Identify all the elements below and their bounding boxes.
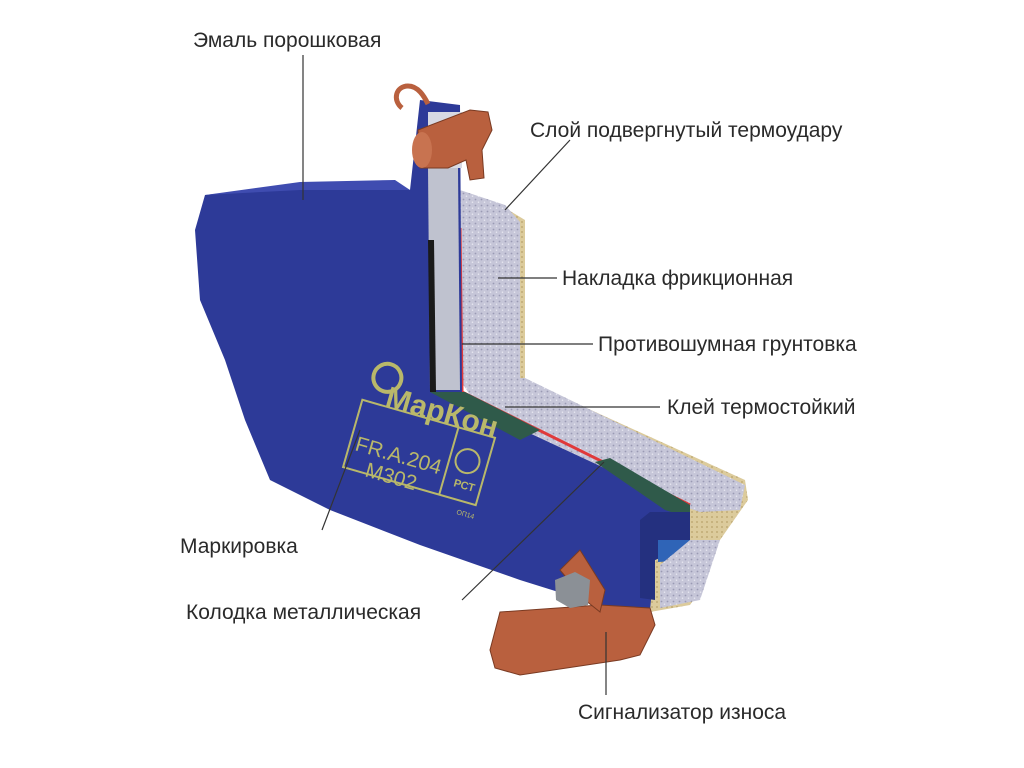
adhesive-layer-vertical [428, 240, 436, 392]
backing-plate-top-edge [205, 180, 410, 195]
marking-cert-text: РСТ [452, 477, 476, 495]
leader-lines [302, 55, 660, 695]
wear-indicator-rivet [555, 572, 590, 608]
label-adhesive: Клей термостойкий [667, 396, 856, 419]
friction-lining-horizontal [470, 378, 745, 512]
cert-mark-icon [454, 448, 481, 475]
label-antinoise-primer: Противошумная грунтовка [598, 333, 857, 356]
label-wear-indicator: Сигнализатор износа [578, 701, 787, 724]
top-clip-hook [393, 83, 431, 110]
adhesive-layer-lower [595, 458, 690, 518]
label-friction-lining: Накладка фрикционная [562, 267, 794, 290]
leader-backing-plate [461, 461, 605, 601]
marking-stamp [341, 361, 497, 507]
backing-plate-step [640, 512, 690, 600]
top-spring-clip-roll [412, 132, 432, 168]
leader-marking [321, 429, 361, 531]
brand-logo-icon [371, 361, 404, 394]
top-spring-clip [417, 109, 493, 181]
friction-lining-lower-face [660, 540, 720, 608]
friction-lining-vertical [460, 190, 520, 395]
marking-frame [341, 398, 497, 507]
adhesive-layer-horizontal [430, 392, 540, 440]
label-marking: Маркировка [180, 535, 298, 558]
label-thermal-layer: Слой подвергнутый термоудару [530, 119, 843, 142]
label-enamel: Эмаль порошковая [193, 29, 382, 52]
marking-divider [438, 427, 460, 495]
wear-indicator [489, 604, 656, 676]
backing-plate-cut-vertical [428, 168, 460, 390]
leader-thermal-layer [504, 139, 571, 211]
marking-cert-sub: ОП14 [455, 509, 475, 521]
label-backing-plate: Колодка металлическая [186, 601, 422, 624]
